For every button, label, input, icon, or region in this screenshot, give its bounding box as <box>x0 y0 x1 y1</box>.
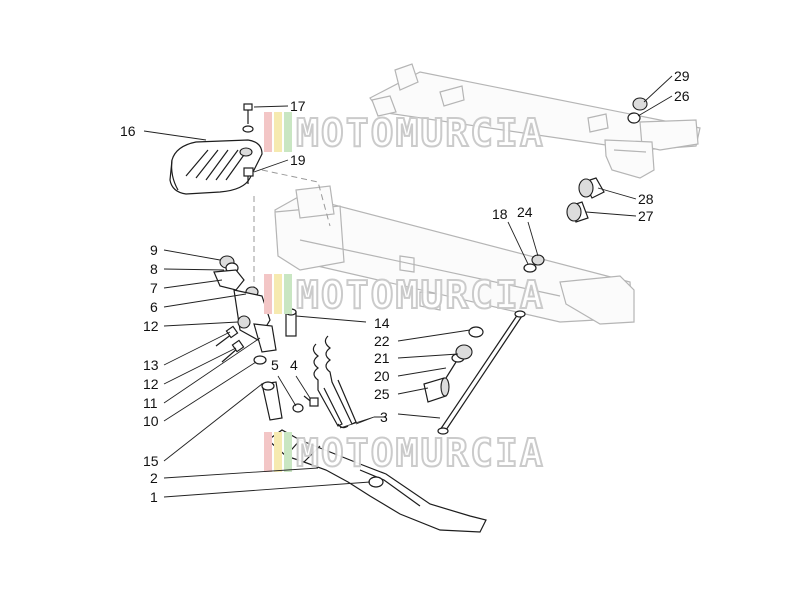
callout-3: 3 <box>380 409 388 425</box>
frame-bushings-parts <box>627 97 648 124</box>
stand-arm-part <box>261 381 283 421</box>
callout-12-lower: 12 <box>143 376 159 392</box>
callout-15: 15 <box>143 453 159 469</box>
watermark-stripe-yellow <box>274 432 282 472</box>
callout-7: 7 <box>150 280 158 296</box>
watermark-stripe-green <box>284 112 292 152</box>
callout-27: 27 <box>638 208 654 224</box>
callout-20: 20 <box>374 368 390 384</box>
callout-29: 29 <box>674 68 690 84</box>
callout-4: 4 <box>290 357 298 373</box>
stand-bracket-parts <box>213 255 277 365</box>
callout-2: 2 <box>150 470 158 486</box>
callout-24: 24 <box>517 204 533 220</box>
callout-22: 22 <box>374 333 390 349</box>
watermark-stripe-yellow <box>274 112 282 152</box>
frame-outline <box>253 63 701 325</box>
spring-bolt-parts <box>292 395 319 413</box>
callout-25: 25 <box>374 386 390 402</box>
callout-9: 9 <box>150 242 158 258</box>
footrest-screw-part <box>242 103 254 133</box>
callout-14: 14 <box>374 315 390 331</box>
watermark-stripe-red <box>264 432 272 472</box>
callout-1: 1 <box>150 489 158 505</box>
callout-18: 18 <box>492 206 508 222</box>
callout-labels: 16 17 19 9 8 7 6 12 13 12 11 10 15 2 1 1… <box>120 68 690 505</box>
watermark-text-bottom: MOTOMURCIA <box>296 431 545 475</box>
footrest-nut-part <box>243 167 254 184</box>
callout-26: 26 <box>674 88 690 104</box>
rubber-buffers-parts <box>566 177 605 223</box>
callout-21: 21 <box>374 350 390 366</box>
callout-6: 6 <box>150 299 158 315</box>
callout-19: 19 <box>290 152 306 168</box>
callout-17: 17 <box>290 98 306 114</box>
callout-5: 5 <box>271 357 279 373</box>
side-stand-part <box>267 429 487 533</box>
callout-8: 8 <box>150 261 158 277</box>
watermark-text-top: MOTOMURCIA <box>296 111 545 155</box>
leader-lines <box>143 75 673 498</box>
watermark: MOTOMURCIA MOTOMURCIA MOTOMURCIA <box>264 110 545 476</box>
watermark-stripe-yellow <box>274 274 282 314</box>
callout-12-upper: 12 <box>143 318 159 334</box>
watermark-stripe-red <box>264 112 272 152</box>
callout-13: 13 <box>143 357 159 373</box>
stand-springs-part <box>312 335 357 429</box>
watermark-text-middle: MOTOMURCIA <box>296 273 545 317</box>
watermark-stripe-green <box>284 432 292 472</box>
watermark-stripe-red <box>264 274 272 314</box>
callout-11: 11 <box>143 395 158 411</box>
stand-rod-parts <box>423 310 526 435</box>
callout-28: 28 <box>638 191 654 207</box>
callout-16: 16 <box>120 123 136 139</box>
watermark-stripe-green <box>284 274 292 314</box>
callout-10: 10 <box>143 413 159 429</box>
footrest-part <box>169 139 263 195</box>
